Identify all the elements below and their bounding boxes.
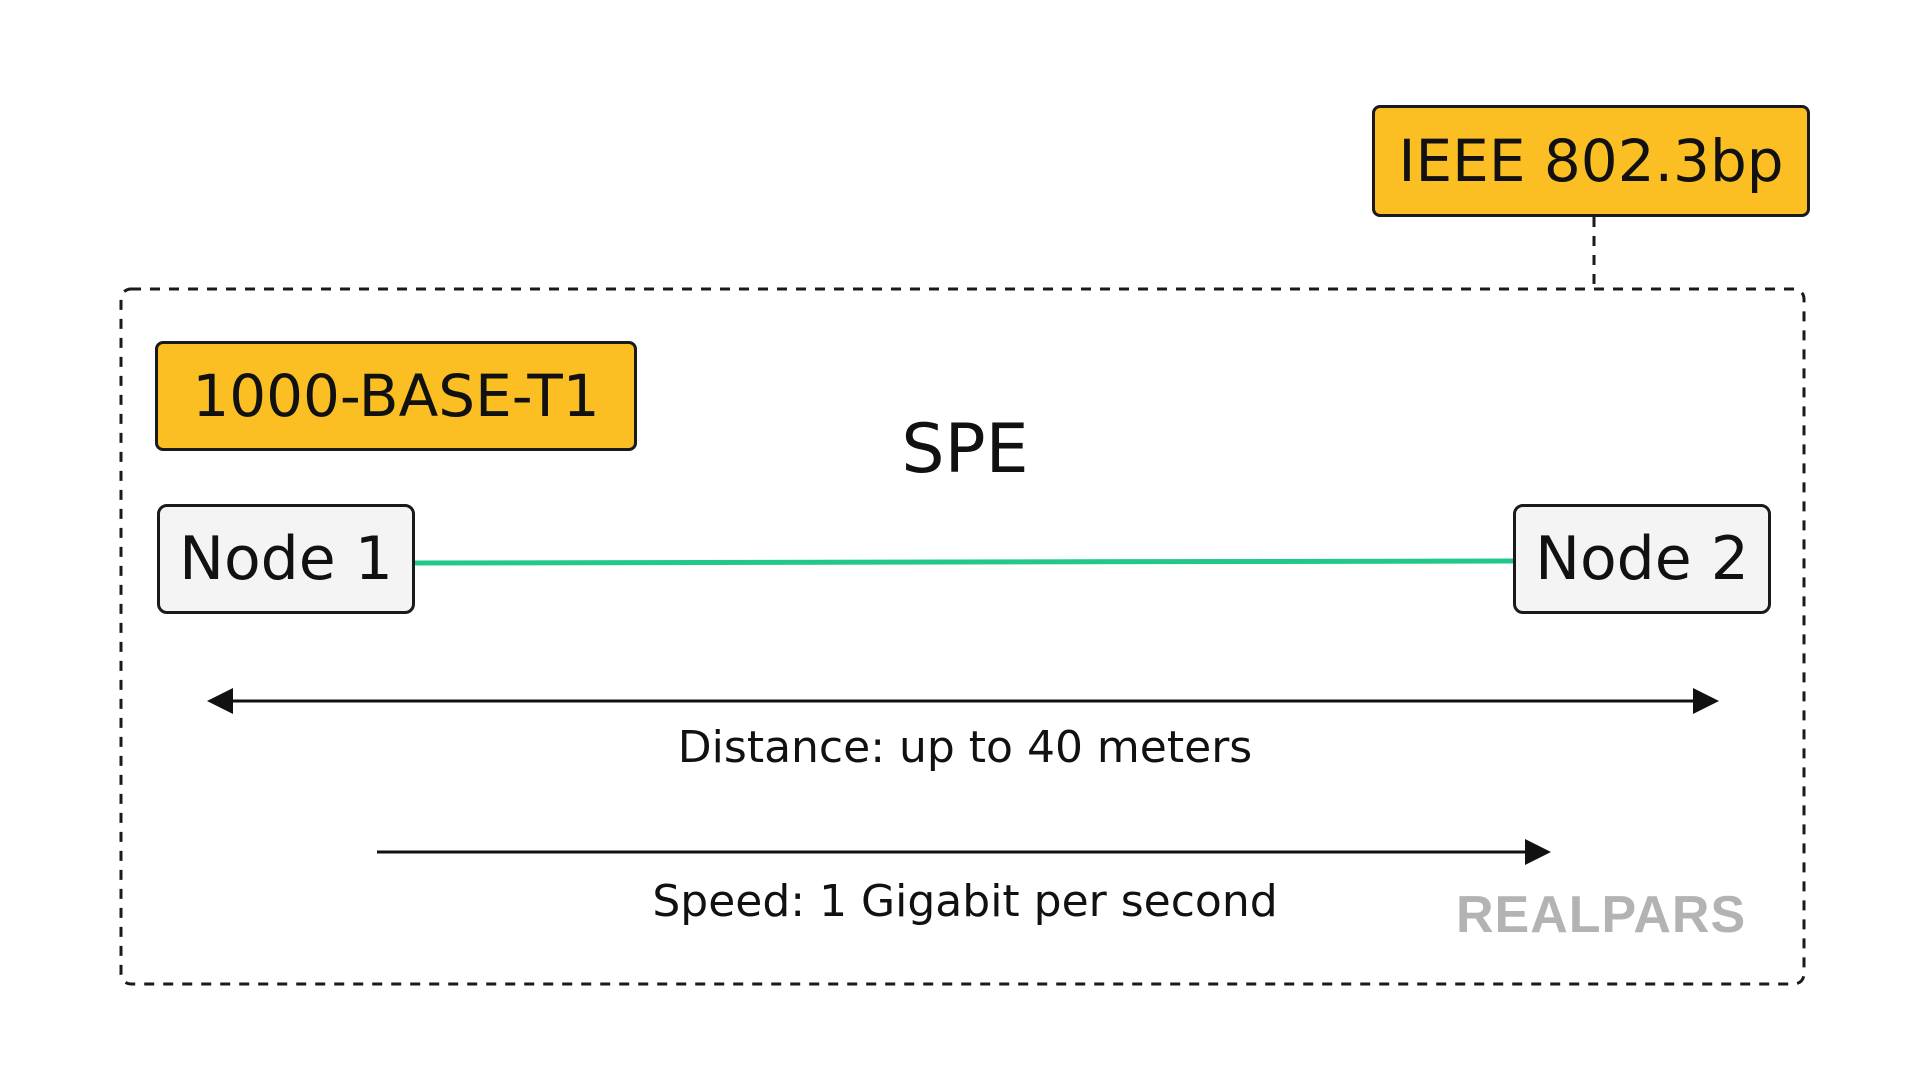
phy-standard-tag: 1000-BASE-T1 <box>155 341 637 451</box>
ieee-standard-tag: IEEE 802.3bp <box>1372 105 1810 217</box>
speed-label: Speed: 1 Gigabit per second <box>652 876 1278 927</box>
phy-standard-label: 1000-BASE-T1 <box>192 362 600 430</box>
node-2-label: Node 2 <box>1535 524 1749 594</box>
node-1-box: Node 1 <box>157 504 415 614</box>
diagram-title: SPE <box>901 410 1029 489</box>
distance-arrow-right-head <box>1693 688 1719 714</box>
spe-boundary-box <box>119 287 1806 986</box>
node-1-label: Node 1 <box>179 524 393 594</box>
distance-label: Distance: up to 40 meters <box>677 722 1253 773</box>
spe-link-cable <box>414 558 1514 566</box>
node-2-box: Node 2 <box>1513 504 1771 614</box>
distance-arrow-left-head <box>207 688 233 714</box>
speed-arrow-head <box>1525 839 1551 865</box>
ieee-standard-label: IEEE 802.3bp <box>1398 127 1784 195</box>
realpars-logo: REALPARS <box>1456 886 1747 944</box>
